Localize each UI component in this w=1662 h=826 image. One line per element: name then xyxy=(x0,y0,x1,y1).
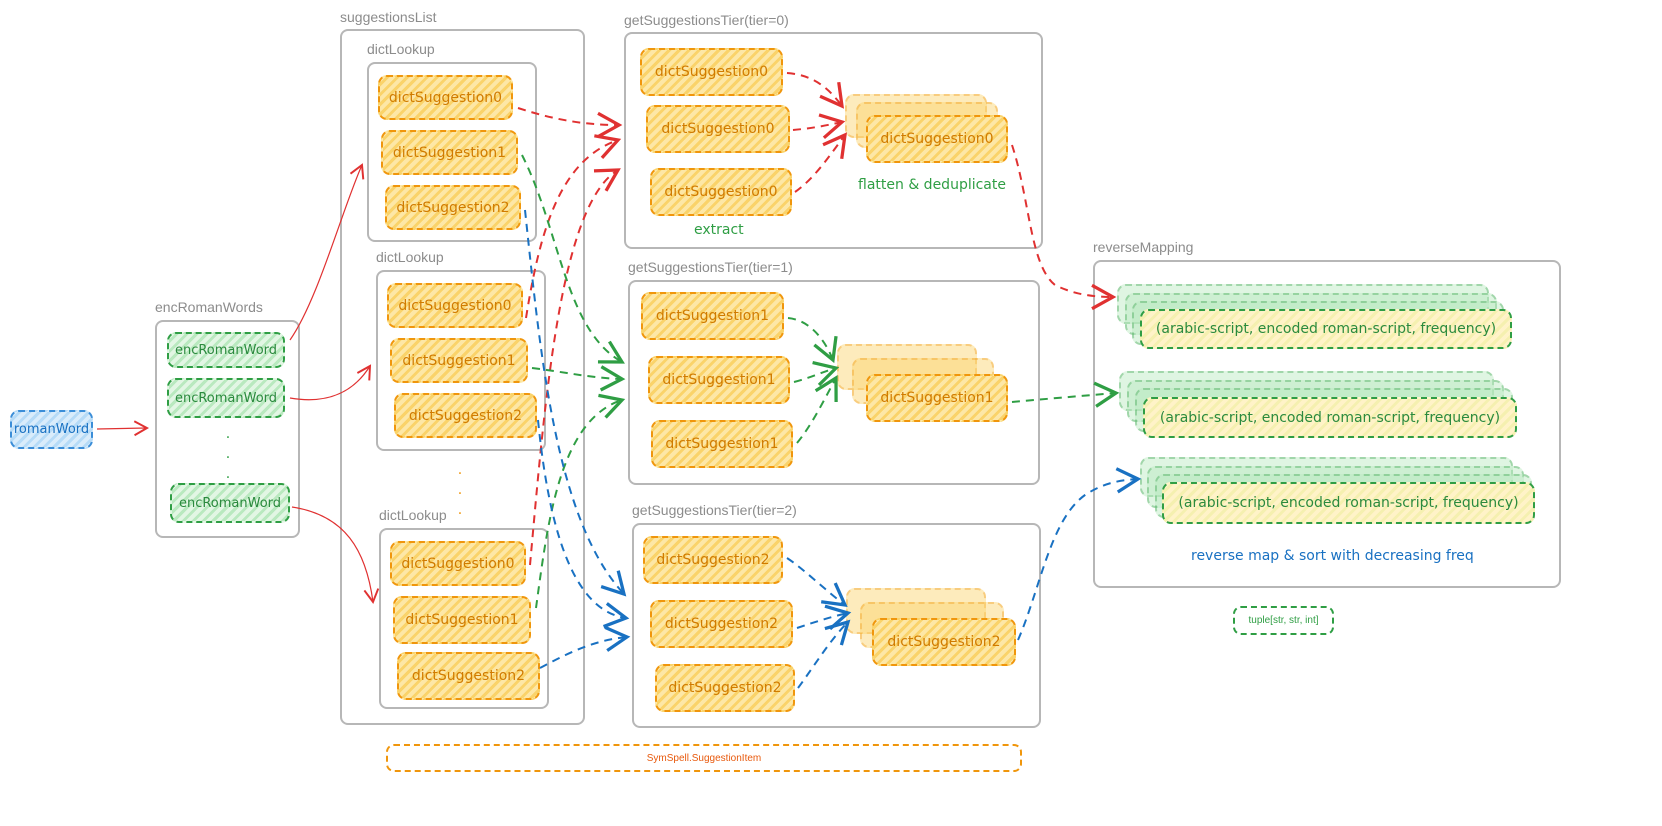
edge-tier1-to-reverse xyxy=(1011,381,1120,408)
legend-suggestion-type: SymSpell.SuggestionItem xyxy=(386,744,1022,772)
roman-word-node[interactable]: romanWord xyxy=(10,410,93,449)
tier1-input-node-3[interactable]: dictSuggestion1 xyxy=(651,420,793,468)
dict-lookup-label-3: dictLookup xyxy=(379,507,447,523)
edge-enc3-to-lookup3 xyxy=(291,506,380,604)
tier0-input-node-2[interactable]: dictSuggestion0 xyxy=(646,105,790,153)
edge-tier2-to-reverse xyxy=(1017,467,1142,641)
edge-tier1-c xyxy=(796,375,838,444)
tier1-input-node-1[interactable]: dictSuggestion1 xyxy=(641,292,784,340)
edge-s0-lookup2-to-tier0 xyxy=(525,134,622,319)
tier1-input-node-2[interactable]: dictSuggestion1 xyxy=(648,356,790,404)
tier1-output-node[interactable]: dictSuggestion1 xyxy=(866,374,1008,422)
dict-suggestion-node[interactable]: dictSuggestion2 xyxy=(394,393,537,438)
reverse-map-annotation: reverse map & sort with decreasing freq xyxy=(1191,548,1474,564)
edge-s2-lookup2-to-tier2 xyxy=(537,419,630,629)
tier2-output-node[interactable]: dictSuggestion2 xyxy=(872,618,1016,666)
dict-lookup-group-2 xyxy=(376,270,546,451)
enc-roman-word-node-2[interactable]: encRomanWord xyxy=(167,378,285,418)
edge-tier1-a xyxy=(787,317,838,364)
edge-s0-lookup3-to-tier0 xyxy=(529,168,621,566)
edge-tier0-a xyxy=(786,72,845,109)
tier0-input-node-3[interactable]: dictSuggestion0 xyxy=(650,168,792,216)
dict-lookup-label-2: dictLookup xyxy=(376,249,444,265)
ellipsis-vertical-1: ··· xyxy=(225,430,231,486)
dict-lookup-group-3 xyxy=(379,528,549,709)
legend-tuple-type: tuple[str, str, int] xyxy=(1233,606,1334,635)
reverse-mapping-group xyxy=(1093,260,1561,588)
tier2-input-node-2[interactable]: dictSuggestion2 xyxy=(650,600,793,648)
edge-enc2-to-lookup2 xyxy=(289,364,372,401)
tier1-label: getSuggestionsTier(tier=1) xyxy=(628,259,793,275)
dict-suggestion-node[interactable]: dictSuggestion1 xyxy=(393,596,531,644)
edge-s1-lookup1-to-tier1 xyxy=(521,154,625,364)
tuple-row-3[interactable]: (arabic-script, encoded roman-script, fr… xyxy=(1162,482,1535,524)
edge-tier2-a xyxy=(786,557,848,608)
dict-suggestion-node[interactable]: dictSuggestion2 xyxy=(397,652,540,700)
extract-annotation: extract xyxy=(694,222,744,238)
suggestions-list-group xyxy=(340,29,585,725)
tier0-group xyxy=(624,32,1043,249)
edge-s2-lookup3-to-tier2 xyxy=(539,625,631,669)
edge-tier0-to-reverse xyxy=(1011,144,1117,311)
edge-tier2-b xyxy=(796,604,852,631)
enc-roman-word-node-3[interactable]: encRomanWord xyxy=(170,483,290,523)
dict-suggestion-node[interactable]: dictSuggestion0 xyxy=(387,283,523,328)
ellipsis-vertical-2: ··· xyxy=(457,466,463,522)
dict-suggestion-node[interactable]: dictSuggestion1 xyxy=(390,338,528,383)
suggestions-list-label: suggestionsList xyxy=(340,9,437,25)
enc-roman-word-node-1[interactable]: encRomanWord xyxy=(167,332,285,368)
edge-s2-lookup1-to-tier2 xyxy=(524,209,627,597)
edge-s0-lookup1-to-tier0 xyxy=(517,107,623,139)
tier2-label: getSuggestionsTier(tier=2) xyxy=(632,502,797,518)
dict-lookup-group-1 xyxy=(367,62,537,242)
flatten-annotation: flatten & deduplicate xyxy=(858,177,1006,193)
edge-enc1-to-lookup1 xyxy=(289,163,365,341)
dict-lookup-label-1: dictLookup xyxy=(367,41,435,57)
edge-tier0-c xyxy=(794,132,848,193)
tier0-output-node[interactable]: dictSuggestion0 xyxy=(866,115,1008,163)
edge-tier1-b xyxy=(793,360,840,387)
tuple-row-1[interactable]: (arabic-script, encoded roman-script, fr… xyxy=(1140,309,1512,349)
edge-roman-to-enc xyxy=(96,420,150,437)
dict-suggestion-node[interactable]: dictSuggestion2 xyxy=(385,185,521,230)
dict-suggestion-node[interactable]: dictSuggestion0 xyxy=(390,541,526,586)
tier2-input-node-3[interactable]: dictSuggestion2 xyxy=(655,664,795,712)
tuple-row-2[interactable]: (arabic-script, encoded roman-script, fr… xyxy=(1143,397,1517,438)
edge-s1-lookup2-to-tier1 xyxy=(531,365,626,392)
tier1-group xyxy=(628,280,1040,485)
enc-roman-words-label: encRomanWords xyxy=(155,299,263,315)
edge-tier0-b xyxy=(792,113,846,140)
tier0-input-node-1[interactable]: dictSuggestion0 xyxy=(640,48,783,96)
tier0-label: getSuggestionsTier(tier=0) xyxy=(624,12,789,28)
tier2-input-node-1[interactable]: dictSuggestion2 xyxy=(643,536,783,584)
dict-suggestion-node[interactable]: dictSuggestion1 xyxy=(381,130,518,175)
dict-suggestion-node[interactable]: dictSuggestion0 xyxy=(378,75,513,120)
enc-roman-words-group xyxy=(155,320,300,538)
edge-tier2-c xyxy=(797,619,851,689)
reverse-mapping-label: reverseMapping xyxy=(1093,239,1194,255)
edge-s1-lookup3-to-tier1 xyxy=(535,393,626,609)
tier2-group xyxy=(632,523,1041,728)
